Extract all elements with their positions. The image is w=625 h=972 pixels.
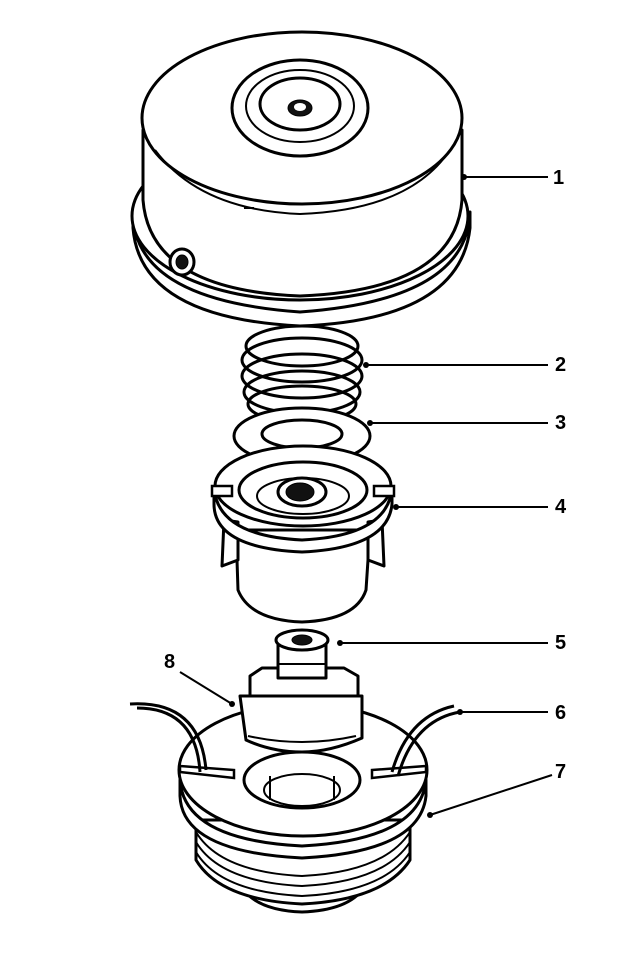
part-8-retainer [238, 694, 364, 754]
callout-1: 1 [553, 167, 565, 189]
callout-5: 5 [555, 632, 567, 654]
leader-lines [179, 174, 553, 818]
part-2-spring [240, 324, 364, 424]
part-6-trimmer-line [129, 702, 461, 777]
callout-4: 4 [555, 496, 567, 518]
callout-3: 3 [555, 412, 567, 434]
part-4-inner-reel [210, 444, 396, 624]
callout-8: 8 [164, 651, 176, 673]
part-1-cover [130, 30, 472, 328]
callout-6: 6 [555, 702, 567, 724]
part-7-spool [177, 702, 429, 914]
callout-2: 2 [555, 354, 567, 376]
callout-7: 7 [555, 761, 567, 783]
